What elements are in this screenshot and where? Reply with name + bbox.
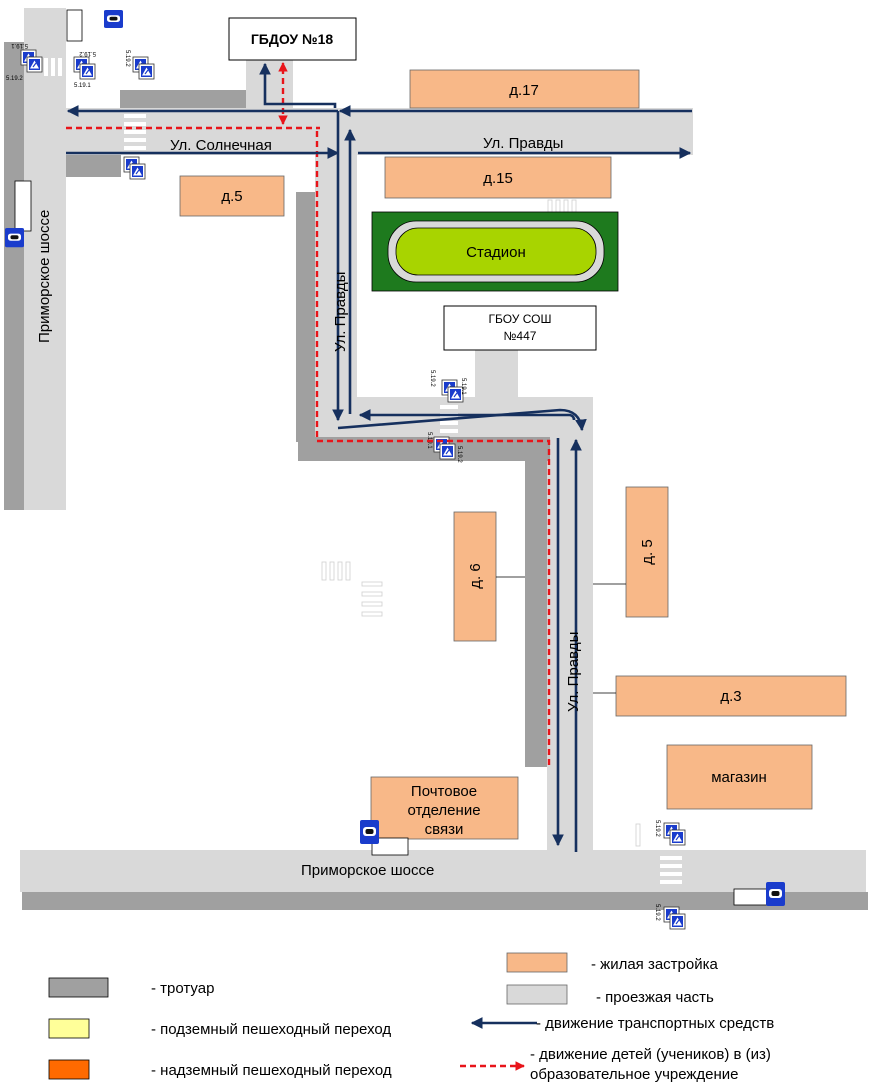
sign-school-bottom-b: 5.19.2 [456,446,462,463]
crossings [44,58,682,884]
post-label-line2: отделение [407,802,480,819]
post-office-building [370,776,519,840]
buildings: ГБДОУ №18 д.17 д.15 д.5 Стадион ГБОУ СОШ… [179,17,847,840]
sign-bottom-bottom-a: 5.19.2 [654,904,660,921]
shop-building [666,744,813,810]
children-route-main [66,126,551,768]
house-3 [615,675,847,717]
sign-top-mid-a: 5.19.2 [79,50,96,56]
sign-top-right-a: 5.19.2 [124,50,130,67]
sign-bottom-top [664,823,685,845]
legend-children-label-2: образовательное учреждение [530,1066,739,1083]
shop-label: магазин [711,769,767,786]
traffic-flows [66,62,692,852]
bus-stop-icon-right [766,882,785,906]
sign-bottom-top-a: 5.19.2 [654,820,660,837]
bus-stop-shelter-post [371,837,409,856]
school-driveway [475,350,518,397]
house-3-label: д.3 [720,688,741,705]
legend-overground-label: - надземный пешеходный переход [151,1062,392,1079]
house-6-label: д. 6 [467,563,484,588]
traffic-connector-east [337,408,587,432]
sign-top-right [133,57,154,79]
school-building [443,305,597,351]
house-5-right-label: д. 5 [639,539,656,564]
sign-school-top-b: 5.19.1 [460,378,466,395]
school-label-line1: ГБОУ СОШ [489,312,552,326]
traffic-kindergarten-entry [259,62,337,108]
solnechnaya-road [66,108,693,138]
kindergarten-building [228,17,357,61]
bus-stop-shelter-left [14,180,32,232]
street-primorskoe-vertical: Приморское шоссе [36,210,53,343]
legend-roadway-label: - проезжая часть [596,989,714,1006]
house-17 [409,69,640,109]
bus-stop-shelter-right [733,888,771,906]
pravdy-top-road [66,138,693,155]
legend-residential-swatch [506,952,568,973]
post-label-line3: связи [425,821,464,838]
sidewalk-pravdy-south-west [525,437,547,767]
legend-children-label-1: - движение детей (учеников) в (из) [530,1046,771,1063]
sidewalks [4,42,868,910]
house-15 [384,156,612,199]
legend-overground-swatch [48,1059,90,1080]
bus-stop-icon-left [5,228,24,248]
crossing-faded-bottom [635,823,641,847]
stadium-label: Стадион [466,244,526,261]
sidewalk-house-left [66,155,121,177]
traffic-connector-west [358,409,576,421]
house-15-label: д.15 [483,170,513,187]
sidewalk-left [4,42,24,510]
legend: - тротуар - подземный пешеходный переход… [48,952,774,1083]
post-label-line1: Почтовое [411,783,477,800]
legend-roadway-swatch [506,984,568,1005]
house-5-right [625,486,669,618]
sidewalk-pravdy-west [296,192,315,442]
street-labels: Ул. Солнечная Ул. Правды Ул. Правды Ул. … [36,135,582,879]
sign-top-left-a: 5.19.1 [11,42,28,48]
street-pravdy-vertical-left: Ул. Правды [332,272,349,352]
bus-stop-icon-top [104,10,123,28]
kindergarten-label: ГБДОУ №18 [251,31,334,47]
bus-stop-icon-post [360,820,379,844]
sign-bottom-bottom [664,907,685,929]
street-solnechnaya: Ул. Солнечная [170,137,272,154]
bus-stops [5,9,785,906]
crossing-primorskoe-bottom [660,856,682,884]
crossing-faded-stadium [547,199,577,213]
legend-residential-label: - жилая застройка [591,956,719,973]
pravdy-south-road [547,397,593,852]
primorskoe-vertical-road [24,8,66,510]
legend-sidewalk-swatch [48,977,109,998]
house-5-left [179,175,285,217]
sign-solnechnaya [124,157,145,179]
crossing-primorskoe-top [44,58,62,76]
legend-traffic-label: - движение транспортных средств [536,1015,774,1032]
sign-school-top-a: 5.19.2 [429,370,435,387]
house-6 [453,511,497,642]
house-17-label: д.17 [509,82,539,99]
sidewalk-primorskoe-bottom [22,892,868,910]
legend-underground-swatch [48,1018,90,1039]
crossing-solnechnaya [124,114,146,150]
legend-sidewalk-label: - тротуар [151,980,214,997]
children-route [66,62,551,768]
sign-top-mid [74,57,95,79]
sign-top-left-b: 5.19.2 [6,76,23,82]
sign-top-mid-b: 5.19.1 [74,83,91,89]
primorskoe-bottom-road [20,850,866,892]
legend-underground-label: - подземный пешеходный переход [151,1021,391,1038]
stadium-field [395,227,597,276]
sidewalk-solnechnaya-top [120,90,246,108]
crossing-faded-middle [321,561,383,617]
house-5-left-label: д.5 [221,188,242,205]
school-label-line2: №447 [504,329,537,343]
street-pravdy-vertical-right: Ул. Правды [565,632,582,712]
kindergarten-driveway [246,58,293,108]
street-pravdy-top: Ул. Правды [483,135,563,152]
street-primorskoe-bottom: Приморское шоссе [301,862,434,879]
bus-stop-shelter-top [66,9,83,42]
